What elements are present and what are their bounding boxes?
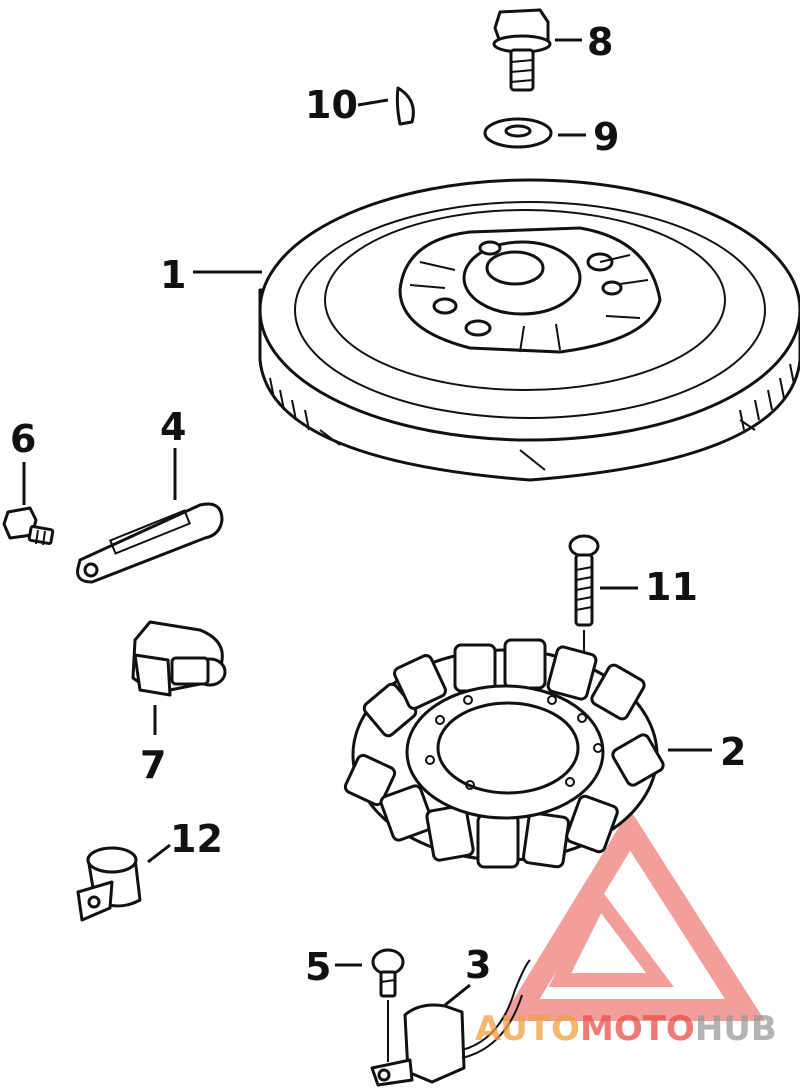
- watermark-text: AUTOMOTOHUB: [475, 1009, 777, 1049]
- part-6-screw: [2, 506, 55, 546]
- leader-10: [357, 98, 389, 107]
- watermark-logo: [500, 809, 766, 1021]
- watermark-inner-mark: [548, 886, 674, 987]
- leader-3: [444, 983, 471, 1007]
- watermark-triangle: [500, 809, 766, 1021]
- leader-12: [147, 843, 171, 864]
- part-2-stator: [343, 638, 665, 869]
- callout-3: 3: [465, 943, 491, 987]
- watermark-hub: HUB: [695, 1009, 777, 1049]
- part-1-flywheel: [258, 178, 800, 482]
- callout-10: 10: [305, 83, 358, 127]
- part-10-key: [395, 86, 415, 126]
- callout-5: 5: [305, 945, 331, 989]
- callout-4: 4: [160, 405, 186, 449]
- callout-12: 12: [170, 817, 223, 861]
- callout-11: 11: [645, 565, 698, 609]
- part-5-screw: [371, 948, 405, 1062]
- part-4-link: [76, 502, 224, 584]
- part-7-sensor: [131, 620, 227, 697]
- callout-8: 8: [587, 20, 613, 64]
- callout-7: 7: [140, 743, 166, 787]
- part-3-pickup: [370, 959, 531, 1087]
- part-11-screw: [568, 534, 600, 710]
- watermark-moto: MOTO: [580, 1009, 695, 1049]
- part-12-clamp: [76, 846, 142, 922]
- callout-9: 9: [593, 115, 619, 159]
- part-8-bolt: [492, 8, 552, 92]
- watermark-auto: AUTO: [475, 1009, 580, 1049]
- part-9-washer: [483, 117, 553, 149]
- callout-1: 1: [160, 253, 186, 297]
- callout-6: 6: [10, 417, 36, 461]
- callout-2: 2: [720, 730, 746, 774]
